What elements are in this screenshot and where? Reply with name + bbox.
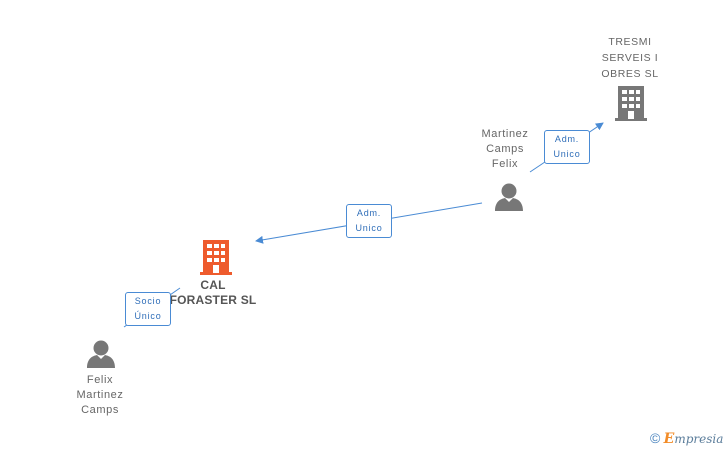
brand-initial: E [663, 431, 675, 447]
edge-label-socio-to-cal[interactable]: Socio Único [125, 292, 171, 326]
edge-label-adm-to-tresmi[interactable]: Adm. Unico [544, 130, 590, 164]
person-icon[interactable] [86, 339, 116, 369]
building-icon[interactable] [615, 85, 647, 121]
person-icon[interactable] [494, 182, 524, 212]
brand-name: mpresia [674, 432, 724, 446]
node-label-felix-martinez-camps[interactable]: Felix Martinez Camps [76, 374, 124, 416]
building-icon[interactable] [200, 239, 232, 275]
copyright-symbol: © [650, 430, 661, 446]
empresia-logo: © Empresia [650, 430, 723, 447]
node-label-tresmi[interactable]: TRESMI SERVEIS I OBRES SL [601, 36, 659, 80]
edge-label-adm-to-cal[interactable]: Adm. Unico [346, 204, 392, 238]
node-label-cal-foraster[interactable]: CAL FORASTER SL [169, 278, 257, 307]
node-label-martinez-camps-felix[interactable]: Martinez Camps Felix [481, 128, 529, 170]
